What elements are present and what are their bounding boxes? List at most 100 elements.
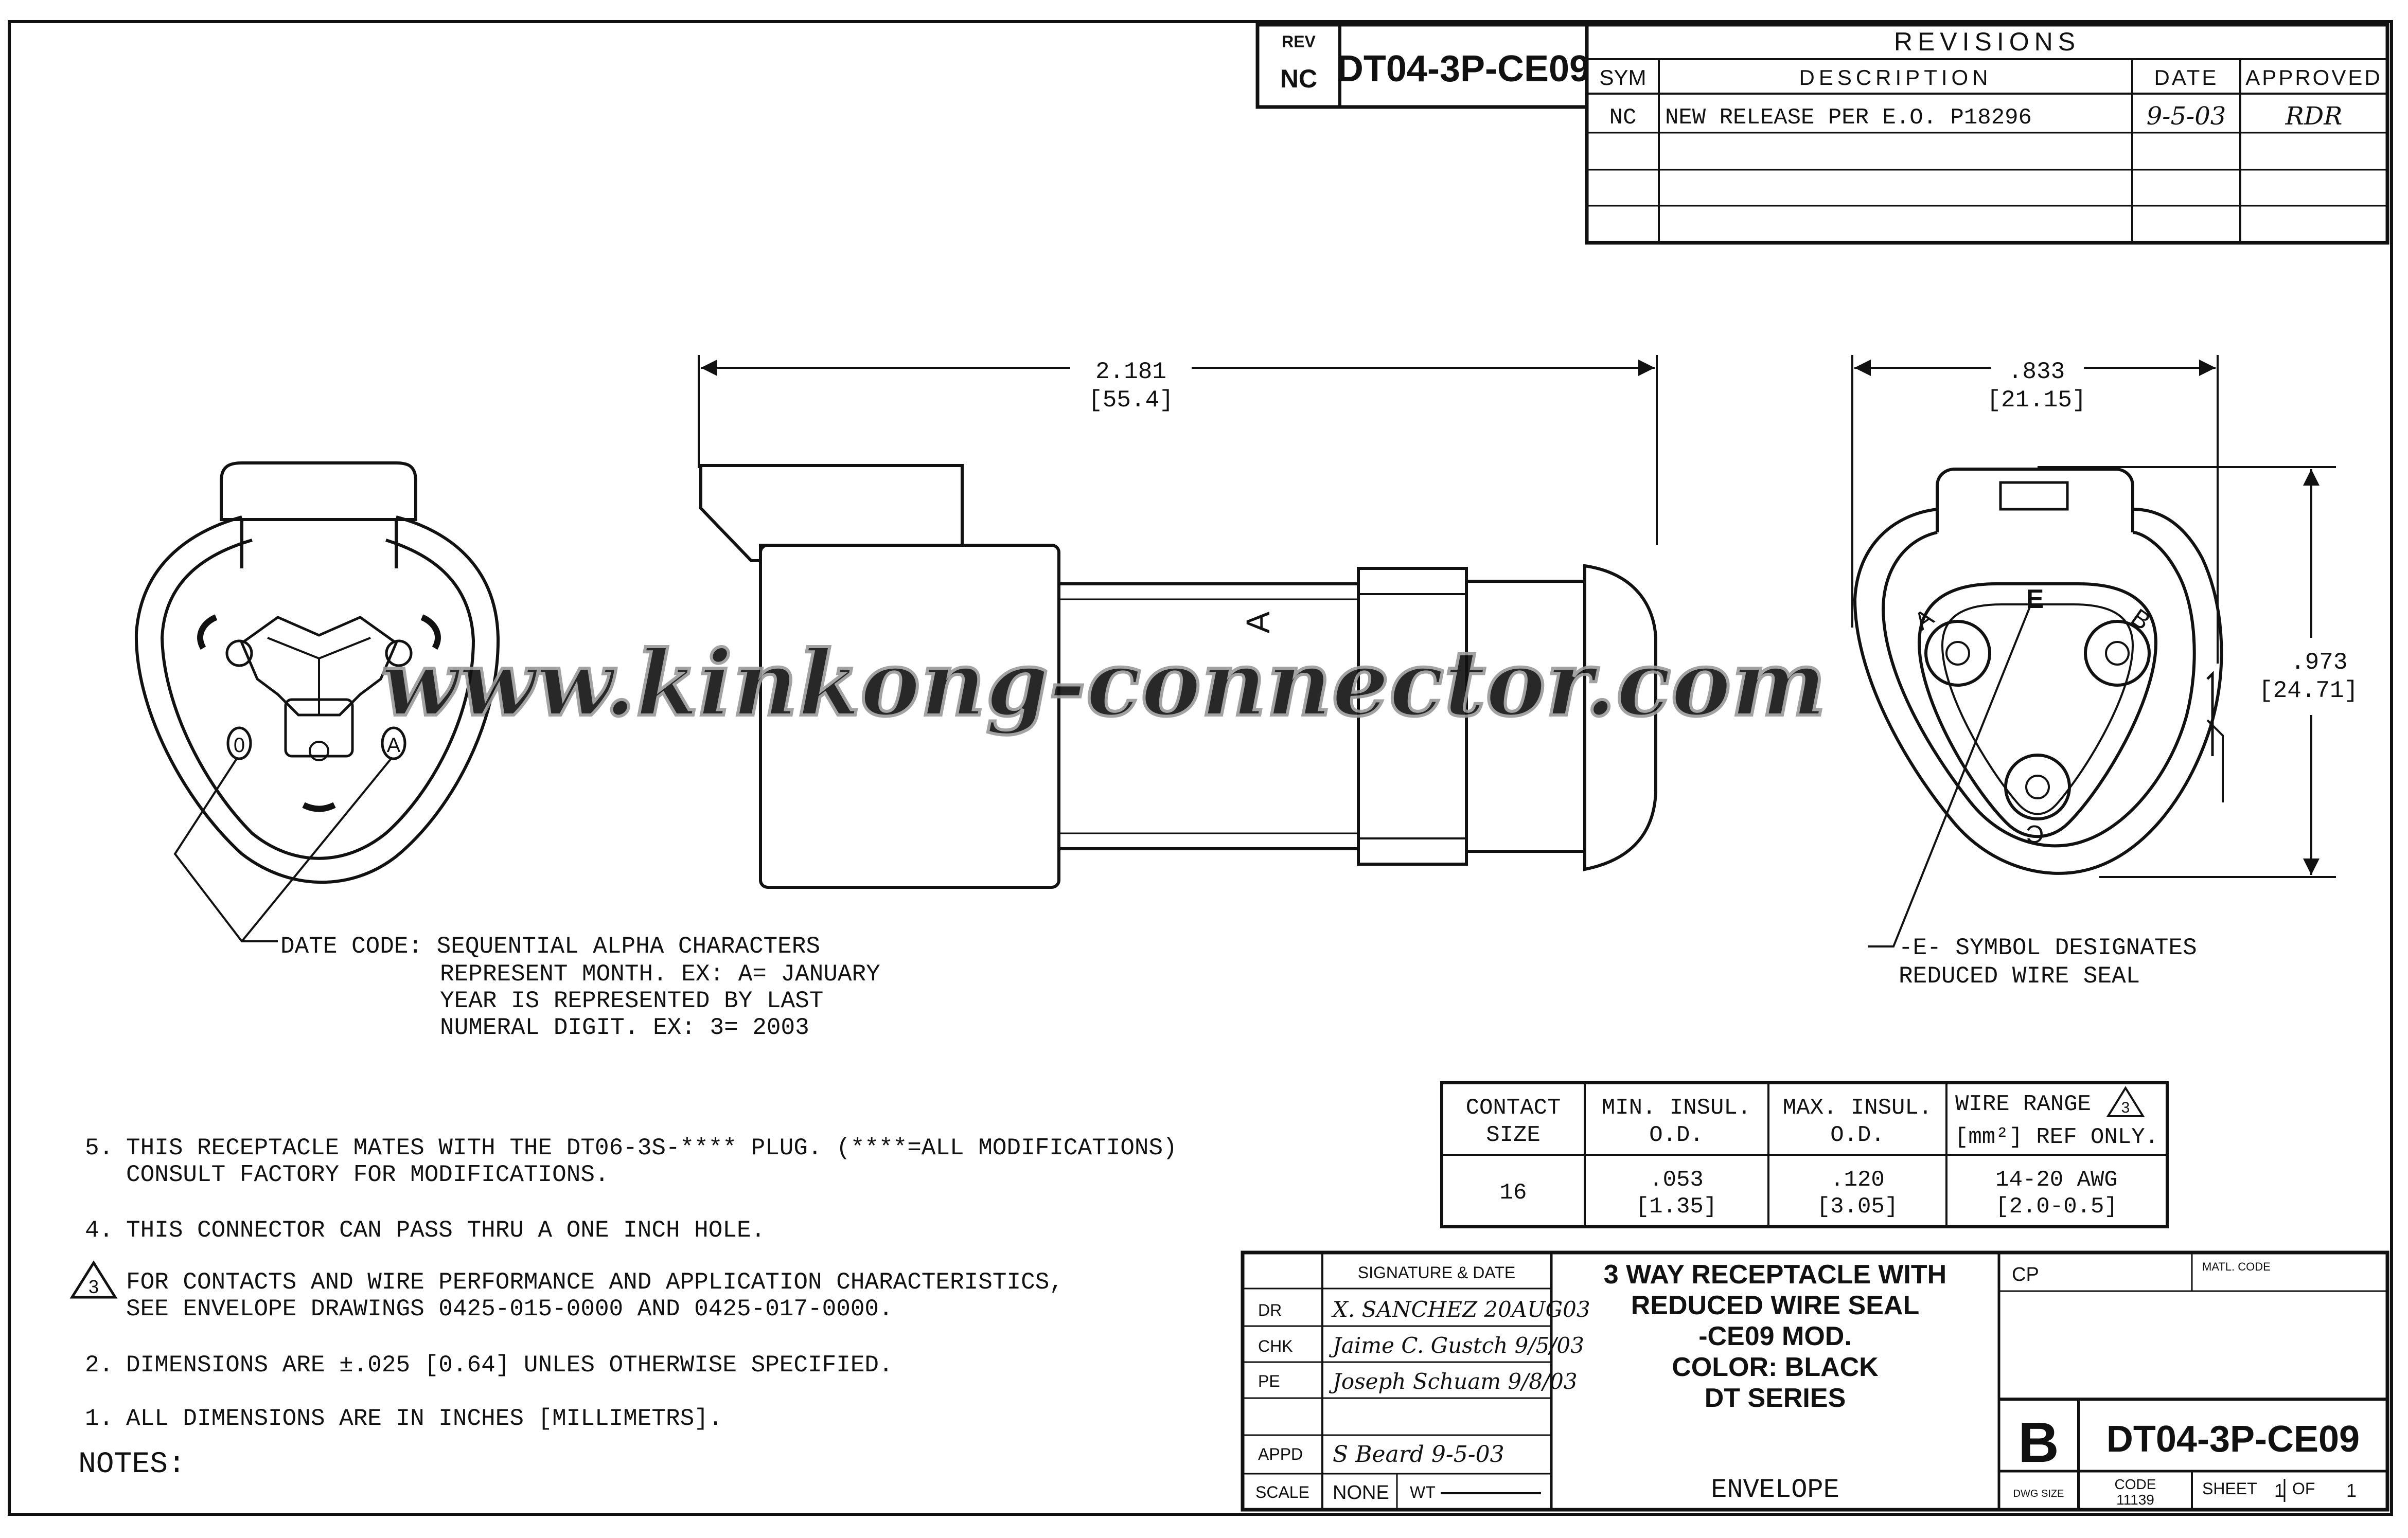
- note-3-line-2: SEE ENVELOPE DRAWINGS 0425-015-0000 AND …: [126, 1296, 893, 1322]
- height-dim-mm: [24.71]: [2259, 677, 2358, 704]
- wire-cell-max-in: .120: [1830, 1167, 1885, 1193]
- sig-pe: Joseph Schuam 9/8/03: [1329, 1369, 1578, 1394]
- wire-note-flag: 3: [2121, 1099, 2130, 1116]
- desc-line-3: -CE09 MOD.: [1698, 1321, 1852, 1351]
- wire-cell-max-mm: [3.05]: [1817, 1194, 1898, 1220]
- notes-heading: NOTES:: [78, 1448, 186, 1481]
- notes-block: 5. THIS RECEPTACLE MATES WITH THE DT06-3…: [69, 1135, 1177, 1481]
- wire-header-min-2: O.D.: [1649, 1122, 1704, 1148]
- desc-line-4: COLOR: BLACK: [1672, 1352, 1879, 1382]
- size-letter: B: [2018, 1411, 2059, 1474]
- sig-dr: X. SANCHEZ 20AUG03: [1331, 1297, 1590, 1322]
- dwg-size-label: DWG SIZE: [2013, 1488, 2064, 1499]
- desc-line-2: REDUCED WIRE SEAL: [1631, 1291, 1919, 1320]
- note-2-line-1: DIMENSIONS ARE ±.025 [0.64] UNLES OTHERW…: [126, 1352, 893, 1379]
- note-5-line-1: THIS RECEPTACLE MATES WITH THE DT06-3S-*…: [126, 1135, 1177, 1161]
- cp-label: CP: [2012, 1264, 2039, 1285]
- note-5-line-2: CONSULT FACTORY FOR MODIFICATIONS.: [126, 1161, 609, 1188]
- cavity-label-c: C: [2026, 820, 2044, 847]
- code-value: 11139: [2116, 1492, 2154, 1508]
- wire-table: CONTACT SIZE MIN. INSUL. O.D. MAX. INSUL…: [1440, 1081, 2169, 1228]
- note-flag-triangle-table: [2106, 1086, 2145, 1117]
- note-1-line-1: ALL DIMENSIONS ARE IN INCHES [MILLIMETRS…: [126, 1405, 722, 1432]
- sheet-value: 1: [2274, 1480, 2285, 1501]
- role-chk: CHK: [1258, 1337, 1293, 1355]
- rev-header-date: DATE: [2154, 65, 2219, 90]
- rev-header-approved: APPROVED: [2245, 65, 2382, 90]
- desc-line-1: 3 WAY RECEPTACLE WITH: [1604, 1260, 1946, 1290]
- e-symbol-callout: -E- SYMBOL DESIGNATES REDUCED WIRE SEAL: [1899, 935, 2197, 990]
- wt-label: WT: [1410, 1483, 1436, 1501]
- date-code-line-3: YEAR IS REPRESENTED BY LAST: [440, 988, 823, 1014]
- sig-appd: S Beard 9-5-03: [1333, 1441, 1504, 1468]
- note-4-line-1: THIS CONNECTOR CAN PASS THRU A ONE INCH …: [126, 1217, 765, 1244]
- rev-label: REV: [1282, 32, 1316, 51]
- note-3-flag-triangle: [69, 1260, 118, 1299]
- e-symbol-label: E: [2026, 584, 2044, 614]
- watermark: www.kinkong-connector.com: [381, 631, 1826, 737]
- drawing-number-bottom: DT04-3P-CE09: [2106, 1419, 2360, 1460]
- rev-number-box: REV NC DT04-3P-CE09: [1255, 23, 1590, 109]
- width-dim-inches: .833: [2008, 359, 2065, 385]
- drawing-number-top: DT04-3P-CE09: [1337, 48, 1590, 90]
- width-dim-mm: [21.15]: [1987, 387, 2086, 414]
- wire-header-range-2: [mm²] REF ONLY.: [1955, 1124, 2158, 1150]
- role-appd: APPD: [1258, 1445, 1303, 1463]
- rear-date-letter-2: A: [387, 734, 401, 757]
- envelope-label: ENVELOPE: [1711, 1475, 1839, 1505]
- rev-header-sym: SYM: [1599, 65, 1646, 90]
- e-symbol-line-1: -E- SYMBOL DESIGNATES: [1899, 935, 2197, 961]
- wire-header-range-1: WIRE RANGE: [1955, 1092, 2091, 1117]
- drawing-border: [8, 20, 2393, 1516]
- date-code-line-1: DATE CODE: SEQUENTIAL ALPHA CHARACTERS: [280, 933, 820, 960]
- matl-code-label: MATL. CODE: [2202, 1260, 2271, 1273]
- of-label: OF: [2292, 1479, 2315, 1498]
- wire-header-min-1: MIN. INSUL.: [1602, 1095, 1751, 1121]
- front-view: [1853, 468, 2224, 947]
- rev-header-description: DESCRIPTION: [1799, 65, 1992, 90]
- rear-view: [134, 461, 500, 942]
- role-pe: PE: [1258, 1372, 1280, 1390]
- code-label: CODE: [2115, 1476, 2156, 1492]
- scale-value: NONE: [1333, 1482, 1389, 1504]
- revisions-table: REVISIONS SYM DESCRIPTION DATE APPROVED …: [1585, 23, 2389, 245]
- sig-chk: Jaime C. Gustch 9/5/03: [1329, 1333, 1584, 1358]
- scale-label: SCALE: [1255, 1483, 1309, 1501]
- length-dim-mm: [55.4]: [1088, 387, 1174, 414]
- wire-header-contact-1: CONTACT: [1466, 1095, 1561, 1121]
- wire-header-max-1: MAX. INSUL.: [1783, 1095, 1932, 1121]
- wire-cell-min-in: .053: [1649, 1167, 1704, 1193]
- note-3-line-1: FOR CONTACTS AND WIRE PERFORMANCE AND AP…: [126, 1269, 1064, 1296]
- length-dim-inches: 2.181: [1095, 359, 1166, 385]
- note-5-num: 5.: [85, 1135, 113, 1161]
- sheet-label: SHEET: [2202, 1479, 2257, 1498]
- wire-cell-awg-mm: [2.0-0.5]: [1995, 1194, 2118, 1220]
- of-value: 1: [2346, 1480, 2357, 1501]
- e-symbol-line-2: REDUCED WIRE SEAL: [1899, 963, 2140, 990]
- wire-cell-awg: 14-20 AWG: [1995, 1167, 2118, 1193]
- revisions-title: REVISIONS: [1894, 27, 2080, 56]
- wire-cell-contact: 16: [1500, 1180, 1527, 1206]
- title-block: SIGNATURE & DATE DR X. SANCHEZ 20AUG03 C…: [1241, 1250, 2389, 1512]
- length-dimension: [698, 355, 1658, 545]
- note-3-num: 3: [88, 1276, 99, 1297]
- desc-line-5: DT SERIES: [1705, 1383, 1846, 1413]
- rev-row-description: NEW RELEASE PER E.O. P18296: [1665, 105, 2032, 131]
- note-1-num: 1.: [85, 1405, 113, 1432]
- rev-row-approved: RDR: [2285, 102, 2343, 131]
- wire-header-contact-2: SIZE: [1486, 1122, 1541, 1148]
- date-code-line-2: REPRESENT MONTH. EX: A= JANUARY: [440, 961, 880, 988]
- note-2-num: 2.: [85, 1352, 113, 1379]
- date-code-line-4: NUMERAL DIGIT. EX: 3= 2003: [440, 1014, 809, 1041]
- wire-header-max-2: O.D.: [1830, 1122, 1885, 1148]
- side-view: [699, 464, 1657, 889]
- rev-row-sym: NC: [1609, 105, 1637, 131]
- rear-date-letter-1: 0: [234, 734, 245, 757]
- side-letter: A: [1240, 611, 1277, 633]
- height-dim-inches: .973: [2291, 649, 2347, 676]
- height-dimension: [2038, 466, 2336, 878]
- note-4-num: 4.: [85, 1217, 113, 1244]
- rev-row-date: 9-5-03: [2147, 102, 2226, 131]
- date-code-callout: DATE CODE: SEQUENTIAL ALPHA CHARACTERS R…: [280, 933, 880, 1041]
